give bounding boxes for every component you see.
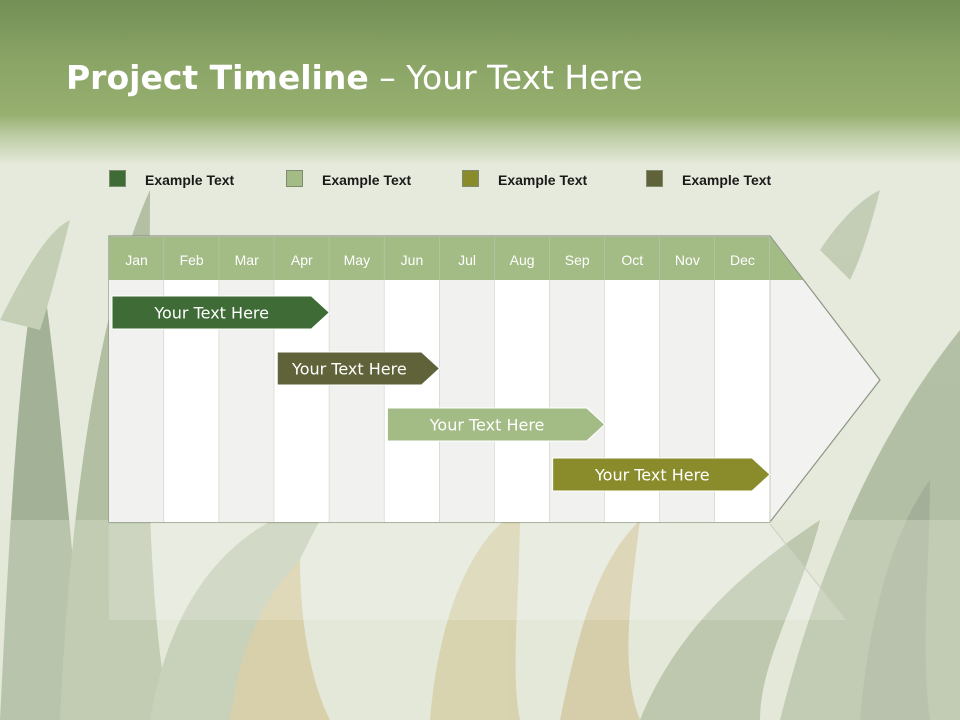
legend-label: Example Text [682, 172, 772, 188]
task-bar-label: Your Text Here [291, 360, 407, 379]
month-header-cell [604, 237, 660, 280]
slide-title: Project Timeline – Your Text Here [66, 58, 643, 97]
task-bar [111, 295, 331, 330]
legend-label: Example Text [498, 172, 588, 188]
title-rest: – Your Text Here [379, 58, 643, 97]
legend-swatch [286, 170, 303, 187]
legend-swatch [462, 170, 479, 187]
month-column [494, 280, 550, 522]
month-column [329, 280, 385, 522]
month-label: Oct [621, 252, 643, 268]
month-label: Jun [401, 252, 424, 268]
legend-swatch [646, 170, 663, 187]
month-header-cell [329, 237, 385, 280]
month-header-cell [439, 237, 495, 280]
month-label: May [344, 252, 370, 268]
month-header-cell [219, 237, 275, 280]
task-bar [386, 407, 606, 442]
timeline-reflection [109, 524, 846, 620]
month-header-cell [494, 237, 550, 280]
month-header-cell [714, 237, 770, 280]
month-label: Mar [235, 252, 259, 268]
task-bar [276, 351, 441, 386]
month-header-cell [109, 237, 165, 280]
task-bar-label: Your Text Here [429, 416, 545, 435]
task-bar [552, 457, 771, 492]
month-header-cell [164, 237, 220, 280]
month-label: Dec [730, 252, 755, 268]
month-header-cell [274, 237, 330, 280]
month-header-cell [384, 237, 440, 280]
task-bar-label: Your Text Here [594, 466, 710, 485]
month-label: Apr [291, 252, 313, 268]
reflection-edge [769, 523, 847, 621]
month-label: Jul [458, 252, 476, 268]
month-label: Aug [510, 252, 535, 268]
task-bar-label: Your Text Here [153, 304, 269, 323]
month-label: Jan [125, 252, 148, 268]
legend-swatch [109, 170, 126, 187]
month-label: Nov [675, 252, 700, 268]
legend-label: Example Text [145, 172, 235, 188]
legend-label: Example Text [322, 172, 412, 188]
title-banner [0, 0, 960, 165]
header-band-tip [770, 237, 803, 280]
month-column [439, 280, 495, 522]
month-column [384, 280, 440, 522]
month-label: Sep [565, 252, 590, 268]
month-header-cell [659, 237, 715, 280]
month-header-cell [549, 237, 605, 280]
month-label: Feb [180, 252, 204, 268]
title-bold: Project Timeline [66, 58, 369, 97]
